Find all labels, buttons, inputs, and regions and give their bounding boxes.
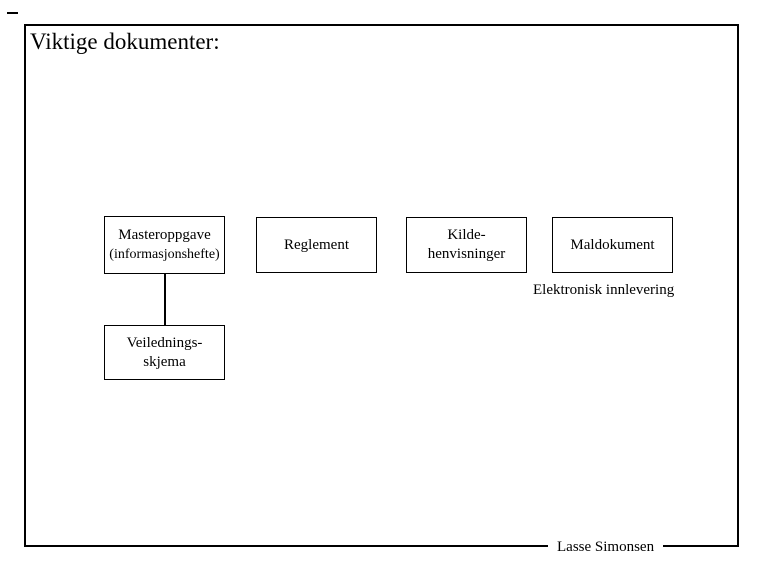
corner-mark bbox=[7, 12, 18, 14]
slide-title: Viktige dokumenter: bbox=[30, 29, 220, 54]
box-maldokument-line1: Maldokument bbox=[570, 236, 655, 253]
slide-border-frame bbox=[24, 24, 739, 547]
box-kildehenvisninger-line2: henvisninger bbox=[427, 246, 506, 262]
box-reglement: Reglement bbox=[256, 217, 377, 273]
box-veiledningsskjema-line2: skjema bbox=[143, 353, 186, 370]
box-kildehenvisninger-line1: Kilde- bbox=[447, 227, 486, 243]
footer-author: Lasse Simonsen bbox=[548, 538, 664, 556]
box-kildehenvisninger: Kilde- henvisninger bbox=[406, 217, 527, 273]
box-maldokument: Maldokument bbox=[552, 217, 673, 273]
caption-elektronisk-innlevering: Elektronisk innlevering bbox=[533, 282, 675, 298]
box-veiledningsskjema-line1: Veilednings- bbox=[126, 334, 203, 351]
box-masteroppgave: Masteroppgave (informasjonshefte) bbox=[104, 216, 225, 274]
box-veiledningsskjema: Veilednings- skjema bbox=[104, 325, 225, 380]
connector-line bbox=[164, 273, 166, 326]
box-masteroppgave-line1: Masteroppgave bbox=[118, 227, 211, 243]
box-masteroppgave-line2: (informasjonshefte) bbox=[109, 247, 220, 262]
box-reglement-line1: Reglement bbox=[284, 236, 349, 253]
